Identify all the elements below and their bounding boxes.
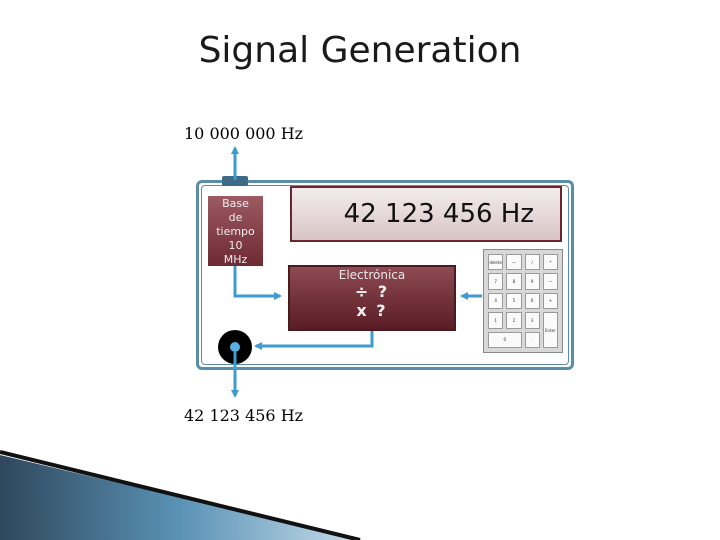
electronics-to-output-arrow [256, 331, 372, 346]
output-connector-pin [230, 342, 240, 352]
timebase-to-electronics-arrow [235, 266, 280, 296]
